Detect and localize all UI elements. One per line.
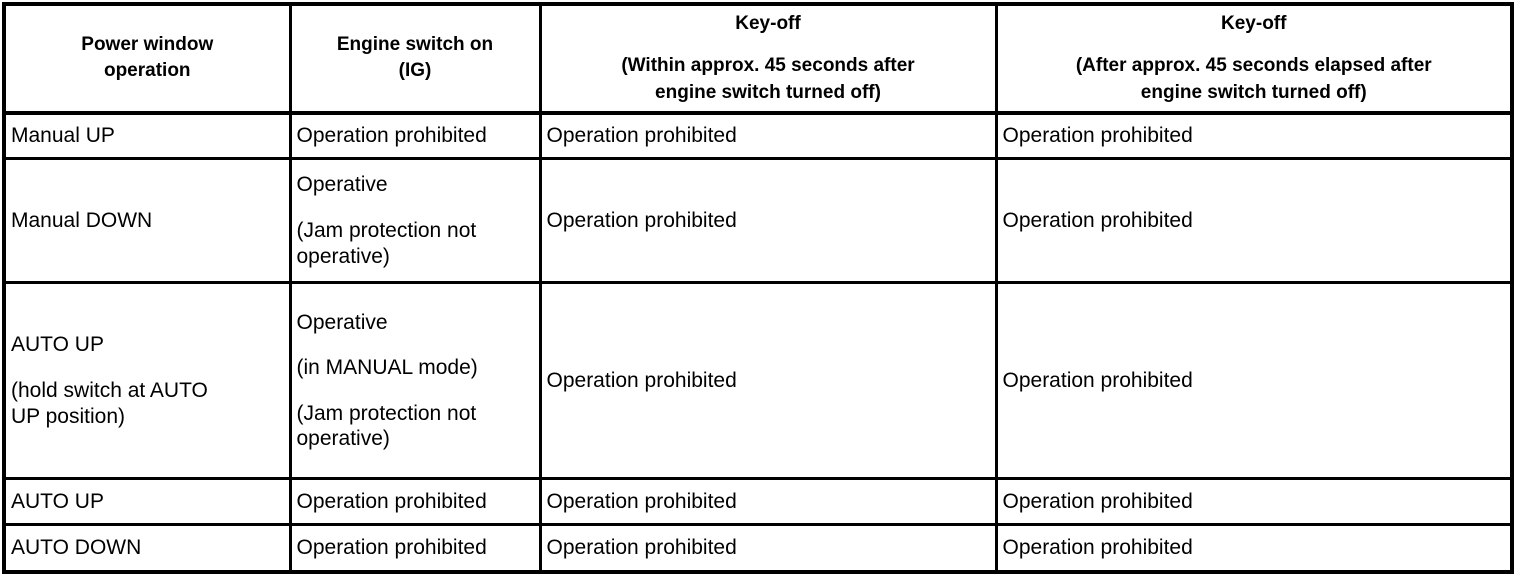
operation-label: Manual DOWN: [11, 208, 153, 232]
column-header-key-off-after-45-seconds: Key-off (After approx. 45 seconds elapse…: [996, 6, 1510, 115]
engine-switch-status: Operation prohibited: [296, 489, 487, 513]
key-off-within-status: Operation prohibited: [546, 536, 737, 560]
cell-engine-switch-on: Operation prohibited: [290, 478, 542, 526]
operation-note-line-1: (hold switch at AUTO: [11, 379, 208, 403]
engine-switch-status: Operative: [296, 173, 388, 197]
header-row: Power window operation Engine switch on …: [6, 6, 1510, 115]
key-off-within-status: Operation prohibited: [546, 369, 737, 393]
engine-switch-note-line-1: (Jam protection not: [296, 401, 477, 425]
key-off-after-status: Operation prohibited: [1002, 208, 1193, 232]
engine-switch-note-line-1: (Jam protection not: [296, 218, 477, 242]
key-off-within-status: Operation prohibited: [546, 124, 737, 148]
operation-label: AUTO UP: [11, 333, 104, 357]
header-line-2: (Within approx. 45 seconds after: [621, 55, 915, 77]
cell-engine-switch-on: Operative (Jam protection not operative): [290, 158, 542, 285]
header-line-1: Key-off: [1221, 13, 1287, 34]
key-off-within-status: Operation prohibited: [546, 489, 737, 513]
cell-operation: AUTO DOWN: [6, 524, 292, 570]
cell-key-off-within-45s: Operation prohibited: [540, 158, 998, 285]
cell-key-off-after-45s: Operation prohibited: [996, 478, 1510, 526]
cell-engine-switch-on: Operative (in MANUAL mode) (Jam protecti…: [290, 282, 542, 481]
cell-key-off-within-45s: Operation prohibited: [540, 112, 998, 161]
header-line-1: Power window: [81, 34, 214, 56]
table-row: AUTO UP Operation prohibited Operation p…: [6, 478, 1510, 526]
header-line-1: Engine switch on: [336, 34, 494, 56]
column-header-engine-switch-on: Engine switch on (IG): [290, 6, 542, 115]
cell-operation: AUTO UP: [6, 478, 292, 526]
table-row: Manual DOWN Operative (Jam protection no…: [6, 158, 1510, 285]
cell-key-off-within-45s: Operation prohibited: [540, 478, 998, 526]
table-row: Manual UP Operation prohibited Operation…: [6, 112, 1510, 161]
key-off-within-status: Operation prohibited: [546, 208, 737, 232]
cell-engine-switch-on: Operation prohibited: [290, 112, 542, 161]
cell-key-off-after-45s: Operation prohibited: [996, 282, 1510, 481]
column-header-power-window-operation: Power window operation: [6, 6, 292, 115]
key-off-after-status: Operation prohibited: [1002, 536, 1193, 560]
engine-switch-status: Operation prohibited: [296, 536, 487, 560]
cell-key-off-within-45s: Operation prohibited: [540, 524, 998, 570]
column-header-key-off-within-45-seconds: Key-off (Within approx. 45 seconds after…: [540, 6, 998, 115]
cell-key-off-after-45s: Operation prohibited: [996, 524, 1510, 570]
engine-switch-status: Operative: [296, 310, 388, 334]
cell-key-off-after-45s: Operation prohibited: [996, 158, 1510, 285]
cell-key-off-within-45s: Operation prohibited: [540, 282, 998, 481]
power-window-operation-table: Power window operation Engine switch on …: [6, 6, 1510, 570]
engine-switch-note-line-2: operative): [296, 244, 390, 268]
table-body: Manual UP Operation prohibited Operation…: [6, 112, 1510, 570]
cell-operation: Manual DOWN: [6, 158, 292, 285]
header-line-3: engine switch turned off): [655, 81, 881, 103]
table-row: AUTO UP (hold switch at AUTO UP position…: [6, 282, 1510, 481]
operation-label: Manual UP: [11, 124, 115, 148]
engine-switch-mode: (in MANUAL mode): [296, 356, 478, 380]
operation-label: AUTO UP: [11, 489, 104, 513]
cell-operation: Manual UP: [6, 112, 292, 161]
header-line-2: (IG): [398, 60, 432, 82]
engine-switch-status: Operation prohibited: [296, 124, 487, 148]
key-off-after-status: Operation prohibited: [1002, 489, 1193, 513]
table-header: Power window operation Engine switch on …: [6, 6, 1510, 115]
cell-key-off-after-45s: Operation prohibited: [996, 112, 1510, 161]
header-line-3: engine switch turned off): [1140, 81, 1367, 103]
table-row: AUTO DOWN Operation prohibited Operation…: [6, 524, 1510, 570]
engine-switch-note-line-2: operative): [296, 427, 390, 451]
cell-operation: AUTO UP (hold switch at AUTO UP position…: [6, 282, 292, 481]
key-off-after-status: Operation prohibited: [1002, 124, 1193, 148]
operation-label: AUTO DOWN: [11, 536, 142, 560]
header-line-2: (After approx. 45 seconds elapsed after: [1075, 55, 1432, 77]
header-line-2: operation: [103, 60, 191, 82]
header-line-1: Key-off: [735, 13, 801, 34]
cell-engine-switch-on: Operation prohibited: [290, 524, 542, 570]
key-off-after-status: Operation prohibited: [1002, 369, 1193, 393]
operation-note-line-2: UP position): [11, 404, 126, 428]
